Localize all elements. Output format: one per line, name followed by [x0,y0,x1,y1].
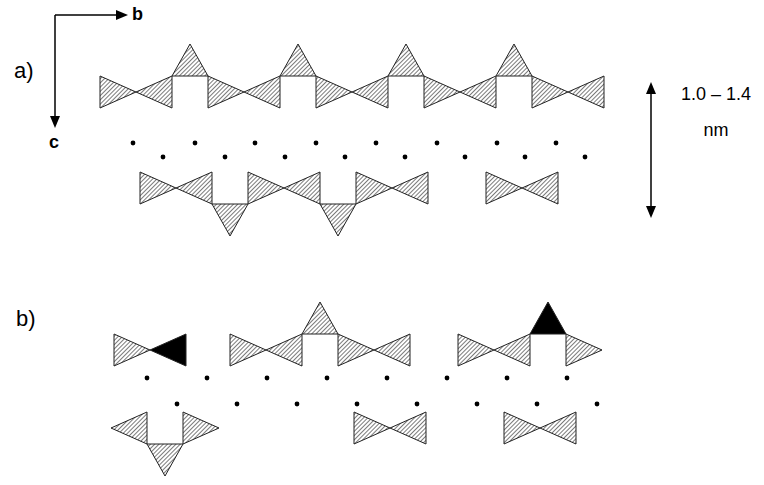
panel-label: b) [16,306,36,331]
tetrahedron [424,76,460,108]
tetrahedron [388,44,424,76]
tetrahedron [540,412,576,444]
arrow-head [646,82,656,94]
arrow-head [50,116,60,128]
tetrahedron [172,44,208,76]
interlayer-cation [495,141,500,146]
interlayer-cation [505,376,510,381]
tetrahedron [356,172,392,204]
interlayer-cation [265,376,270,381]
tetrahedron [248,172,284,204]
axis-line [55,14,118,16]
interlayer-cation [565,376,570,381]
tetrahedron [100,76,136,108]
tetrahedron [460,76,496,108]
tetrahedron [302,302,338,334]
interlayer-cation [463,155,468,160]
interlayer-cation [235,402,240,407]
interlayer-cation [131,141,136,146]
interlayer-cation [415,402,420,407]
tetrahedron [320,204,356,236]
tetrahedron [504,412,540,444]
tetrahedron [150,334,186,366]
interlayer-cation [175,402,180,407]
interlayer-cation [595,402,600,407]
tetrahedron [230,334,266,366]
tetrahedron [208,76,244,108]
interlayer-cation [554,141,559,146]
interlayer-cation [314,141,319,146]
interlayer-cation [445,376,450,381]
tetrahedron [522,172,558,204]
axis-line [54,15,56,118]
axis-label: b [132,4,143,25]
tetrahedron [392,172,428,204]
interlayer-cation [523,155,528,160]
interlayer-cation [355,402,360,407]
interlayer-cation [283,155,288,160]
tetrahedron [212,204,248,236]
arrow-head [116,10,128,20]
tetrahedron [568,76,604,108]
axis-label: c [49,132,59,153]
tetrahedron [244,76,280,108]
interlayer-cation [583,155,588,160]
interlayer-cation [205,376,210,381]
interlayer-cation [435,141,440,146]
interlayer-cation [223,155,228,160]
dimension-label: 1.0 – 1.4 nm [676,76,756,148]
tetrahedron [354,412,390,444]
tetrahedron [147,444,183,476]
tetrahedron [111,412,147,444]
tetrahedron [176,172,212,204]
tetrahedron [140,172,176,204]
tetrahedron [496,44,532,76]
tetrahedron [458,334,494,366]
interlayer-cation [193,141,198,146]
interlayer-cation [253,141,258,146]
dimension-line [650,90,652,210]
interlayer-cation [325,376,330,381]
interlayer-cation [374,141,379,146]
dimension-arrow [646,82,656,218]
interlayer-cation [535,402,540,407]
tetrahedron [494,334,530,366]
tetrahedron [183,412,219,444]
tetrahedron [136,76,172,108]
tetrahedron [284,172,320,204]
interlayer-cation [343,155,348,160]
arrow-head [646,206,656,218]
panel-label: a) [14,58,34,83]
tetrahedron [566,334,602,366]
interlayer-cation [145,376,150,381]
tetrahedron [352,76,388,108]
interlayer-cation [403,155,408,160]
tetrahedra-group [100,44,604,476]
tetrahedron [280,44,316,76]
tetrahedron [114,334,150,366]
tetrahedron [530,302,566,334]
tetrahedron [338,334,374,366]
tetrahedron [532,76,568,108]
tetrahedron [374,334,410,366]
tetrahedron [486,172,522,204]
interlayer-cation [385,376,390,381]
tetrahedron [390,412,426,444]
interlayer-cation [161,155,166,160]
tetrahedron [266,334,302,366]
tetrahedron [316,76,352,108]
interlayer-cation [295,402,300,407]
axes [50,10,128,128]
interlayer-cation [475,402,480,407]
